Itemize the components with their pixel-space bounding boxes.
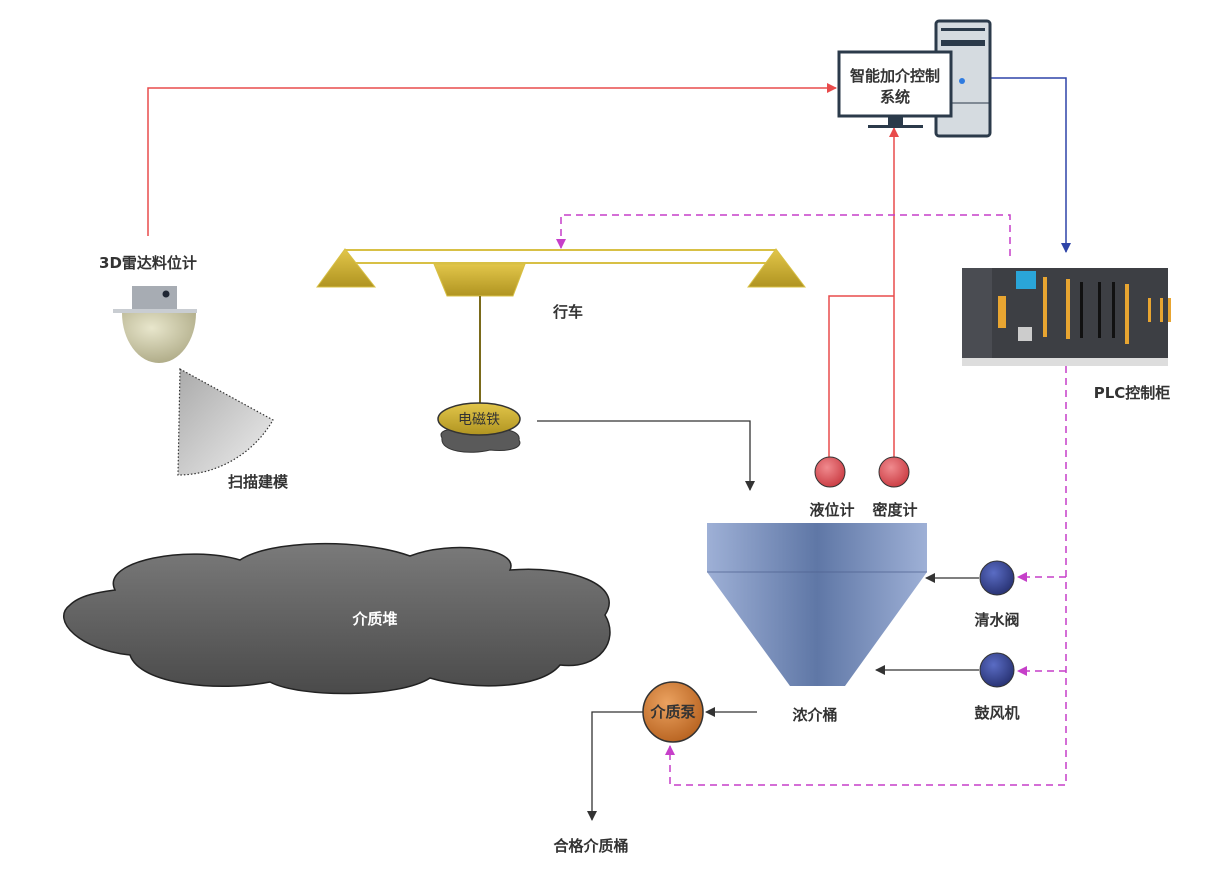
level-signal-line: [828, 295, 894, 458]
density-meter-label: 密度计: [872, 501, 917, 519]
crane-icon: [316, 248, 807, 404]
control-system-label-2: 系统: [880, 88, 910, 106]
computer-icon: [837, 19, 992, 138]
radar-signal-line: [147, 83, 837, 236]
control-system-label: 智能加介控制: [850, 67, 940, 85]
plc-cabinet-image: [962, 268, 1171, 366]
medium-pump-icon: [642, 681, 704, 743]
density-meter-icon: [878, 456, 910, 488]
water-valve-label: 清水阀: [974, 611, 1019, 629]
pump-output-line: [587, 711, 643, 821]
level-meter-label: 液位计: [809, 501, 854, 519]
level-meter-icon: [814, 456, 846, 488]
pump-label: 介质泵: [649, 703, 695, 721]
medium-pile-cloud: [63, 542, 611, 695]
water-valve-icon: [979, 560, 1015, 596]
radar-label: 3D雷达料位计: [99, 254, 197, 272]
plc-to-pump-dashed: [665, 366, 1067, 786]
radar-level-meter-image: [113, 286, 197, 363]
scan-label: 扫描建模: [228, 473, 289, 491]
scan-area-shape: [177, 367, 274, 476]
blower-icon: [979, 652, 1015, 688]
tank-label: 浓介桶: [792, 706, 837, 724]
crane-label: 行车: [552, 303, 583, 321]
control-to-plc-line: [990, 77, 1071, 253]
plc-label: PLC控制柜: [1094, 384, 1171, 402]
blower-label: 鼓风机: [974, 704, 1019, 722]
magnet-to-tank-line: [537, 420, 755, 491]
dense-medium-tank-icon: [707, 523, 927, 686]
plc-to-crane-dashed: [556, 214, 1011, 256]
magnet-icon: [437, 402, 521, 453]
medium-pile-label: 介质堆: [351, 610, 397, 628]
magnet-label: 电磁铁: [458, 412, 500, 428]
qualified-tank-label: 合格介质桶: [552, 837, 628, 855]
